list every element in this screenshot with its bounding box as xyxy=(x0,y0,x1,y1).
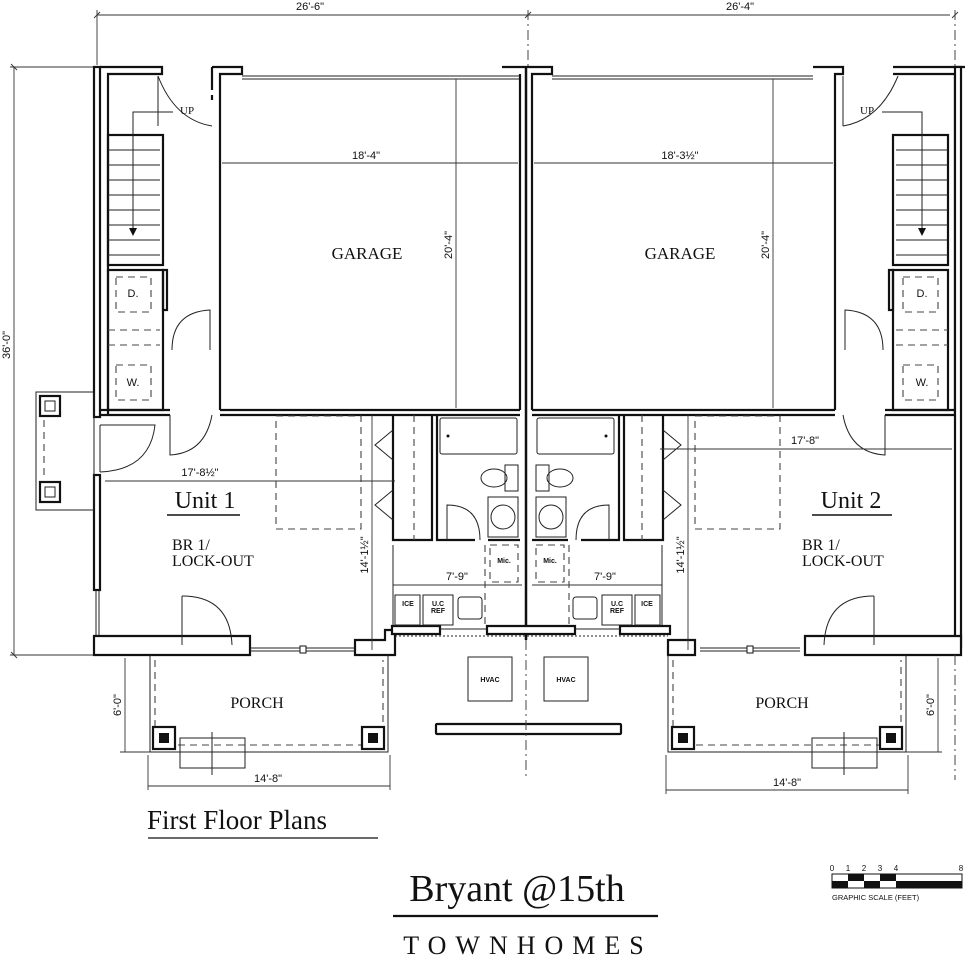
br1-unit1-width-dimension: 17'-8½" xyxy=(181,467,218,479)
kitchenette-unit2 xyxy=(532,544,663,626)
br1-unit1-line1: BR 1/ xyxy=(172,537,210,554)
garage-unit2 xyxy=(534,79,833,408)
porch1-label: PORCH xyxy=(230,695,284,712)
stair-up-label-unit1: UP xyxy=(180,105,194,117)
side-entry-columns xyxy=(35,391,95,511)
bathroom-unit2 xyxy=(532,415,621,542)
kitchenette-unit1 xyxy=(392,544,522,626)
fridge-label-unit2-line2: REF xyxy=(610,608,625,615)
dryer-label-unit1: D. xyxy=(128,288,139,300)
bedroom-unit2 xyxy=(622,414,952,650)
dryer-label-unit2: D. xyxy=(917,288,928,300)
sheet-title: First Floor Plans xyxy=(147,805,327,835)
project-name: Bryant @15th xyxy=(409,868,624,910)
porch2-width-dimension: 14'-8" xyxy=(773,777,801,789)
exterior-walls xyxy=(92,65,965,657)
garage2-label: GARAGE xyxy=(645,244,716,263)
microwave-label-unit2: Mic. xyxy=(543,558,557,565)
laundry-unit1 xyxy=(106,268,211,412)
br1-unit2-line2: LOCK-OUT xyxy=(802,553,884,570)
top-dimension-lines xyxy=(93,10,959,70)
scale-caption: GRAPHIC SCALE (FEET) xyxy=(832,893,920,902)
ice-label-unit1: ICE xyxy=(402,601,414,608)
porch-unit1 xyxy=(120,655,391,790)
overall-depth-dimension: 36'-0" xyxy=(1,331,13,359)
porch-unit2 xyxy=(665,655,956,794)
unit1-label: Unit 1 xyxy=(175,488,236,514)
fridge-label-unit2-line1: U.C xyxy=(611,601,623,608)
project-subtitle: TOWNHOMES xyxy=(403,931,653,960)
scale-tick-8: 8 xyxy=(959,864,964,873)
laundry-unit2 xyxy=(844,268,950,412)
scale-tick-4: 4 xyxy=(894,864,899,873)
garage-unit1 xyxy=(222,79,518,408)
garage1-width-dimension: 18'-4" xyxy=(352,150,380,162)
washer-label-unit2: W. xyxy=(916,377,929,389)
garage2-width-dimension: 18'-3½" xyxy=(661,150,698,162)
kitchenette2-width-dimension: 7'-9" xyxy=(594,571,616,583)
unit1-width-dimension: 26'-6" xyxy=(296,1,324,13)
br1-unit1-line2: LOCK-OUT xyxy=(172,553,254,570)
fridge-label-unit1-line1: U.C xyxy=(432,601,444,608)
porch2-label: PORCH xyxy=(755,695,809,712)
scale-tick-2: 2 xyxy=(862,864,867,873)
porch2-depth-dimension: 6'-0" xyxy=(925,694,937,716)
garage1-depth-dimension: 20'-4" xyxy=(443,231,455,259)
kitchenette1-width-dimension: 7'-9" xyxy=(446,571,468,583)
fridge-label-unit1-line2: REF xyxy=(431,608,446,615)
br1-unit2-depth-dimension: 14'-1½" xyxy=(675,536,687,573)
porch1-width-dimension: 14'-8" xyxy=(254,773,282,785)
garage1-label: GARAGE xyxy=(332,244,403,263)
br1-unit1-depth-dimension: 14'-1½" xyxy=(359,536,371,573)
porch1-depth-dimension: 6'-0" xyxy=(112,694,124,716)
hvac-area xyxy=(434,640,623,780)
bathroom-unit1 xyxy=(435,415,520,542)
left-depth-dimension xyxy=(10,63,95,659)
scale-tick-1: 1 xyxy=(846,864,851,873)
unit2-label: Unit 2 xyxy=(821,488,882,514)
unit2-width-dimension: 26'-4" xyxy=(726,1,754,13)
stair-up-label-unit2: UP xyxy=(860,105,874,117)
scale-tick-0: 0 xyxy=(830,864,835,873)
scale-tick-3: 3 xyxy=(878,864,883,873)
microwave-label-unit1: Mic. xyxy=(497,558,511,565)
hvac-label-unit2: HVAC xyxy=(556,677,575,684)
stair-unit2 xyxy=(842,75,950,312)
bedroom-unit1 xyxy=(99,414,434,650)
graphic-scale xyxy=(831,873,963,889)
br1-unit2-width-dimension: 17'-8" xyxy=(791,435,819,447)
ice-label-unit2: ICE xyxy=(641,601,653,608)
washer-label-unit1: W. xyxy=(127,377,140,389)
br1-unit2-line1: BR 1/ xyxy=(802,537,840,554)
hvac-label-unit1: HVAC xyxy=(480,677,499,684)
garage2-depth-dimension: 20'-4" xyxy=(760,231,772,259)
stair-unit1 xyxy=(106,75,213,312)
